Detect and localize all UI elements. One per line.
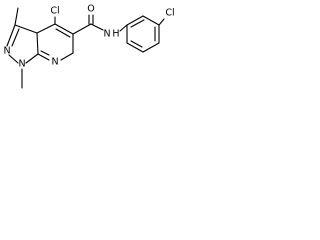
bond-c3a-c7a [36,32,39,55]
bond-c4-c5 [54,23,74,35]
bond-ar-1-2-double [130,19,145,28]
bond-c3-methyl [14,7,19,26]
bond-n2-n1 [8,54,19,64]
atom-label-cl-ring: Cl [50,6,59,17]
atom-label-n1: N [18,59,25,70]
bond-c3-c3a [14,24,38,34]
bond-c3a-c4 [36,23,56,34]
bond-n-aryl [119,24,128,32]
bond-c3-n2-double [11,28,20,47]
bonds [6,7,165,89]
bond-ar-4-5 [142,42,160,53]
bond-c3-n2 [6,24,16,47]
bond-ar-2-3 [142,15,160,26]
atom-label-cl-phenyl: Cl [165,8,174,19]
bond-ar-1-2 [126,15,144,26]
bond-carbonyl-n [90,23,104,31]
atom-label-o: O [87,4,94,15]
atom-label-pyridine-n: N [51,57,58,68]
atom-label-amide-n: N [103,29,110,40]
bond-ar-5-6-double [130,40,143,48]
bond-ar-cl [158,18,165,26]
bond-n7-c7a [37,53,50,61]
bond-ar-5-6 [126,42,144,53]
atom-labels: Cl O N H Cl N N N [3,4,174,70]
bond-n1-c7a [25,53,39,64]
atom-label-amide-h: H [112,29,119,40]
molecule-structure: Cl O N H Cl N N N [3,4,175,89]
bond-n7-c7a-double [40,50,50,56]
bond-c6-n7 [60,52,74,61]
bond-c5-carbonyl [72,23,92,35]
bond-c4-c5-double [55,28,71,38]
atom-label-n2: N [3,46,10,57]
